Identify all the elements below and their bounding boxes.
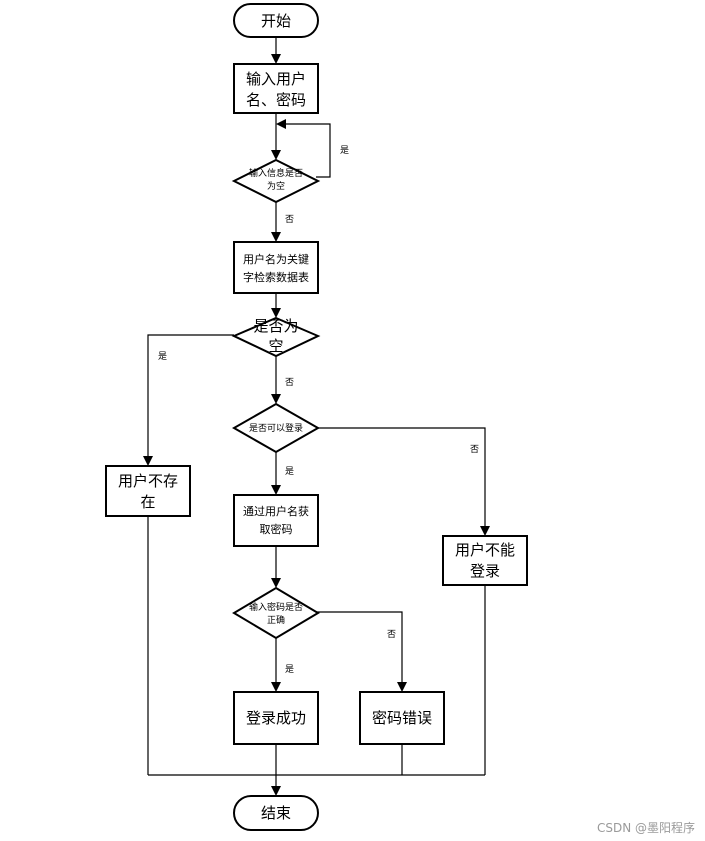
arrowhead bbox=[271, 308, 281, 318]
edge-check-yes-loop bbox=[286, 123, 331, 178]
edge-login-no bbox=[316, 427, 486, 528]
password-correct-decision bbox=[232, 586, 320, 640]
arrowhead bbox=[397, 682, 407, 692]
password-correct-line1: 输入密码是否 bbox=[249, 601, 303, 613]
start-terminal bbox=[233, 3, 319, 38]
can-login-no-label: 否 bbox=[470, 444, 479, 455]
check-empty-decision bbox=[231, 158, 321, 204]
get-password-line2: 取密码 bbox=[260, 522, 293, 536]
watermark-text: CSDN @墨阳程序 bbox=[597, 820, 695, 835]
edge-pw-no bbox=[316, 611, 403, 684]
node-cannot-login: 用户不能 登录 bbox=[442, 535, 528, 586]
input-label-line2: 名、密码 bbox=[246, 91, 306, 109]
node-can-login: 是否可以登录 bbox=[231, 402, 321, 454]
node-end: 结束 bbox=[233, 795, 319, 831]
check-empty-yes-label: 是 bbox=[340, 145, 349, 156]
node-password-error: 密码错误 bbox=[359, 691, 445, 745]
login-success-process bbox=[233, 691, 319, 745]
get-password-line1: 通过用户名获 bbox=[243, 504, 309, 518]
login-success-label: 登录成功 bbox=[246, 709, 306, 727]
cannot-login-line2: 登录 bbox=[470, 562, 500, 580]
node-get-password: 通过用户名获 取密码 bbox=[233, 494, 319, 547]
search-db-line1: 用户名为关键 bbox=[243, 252, 309, 266]
user-not-exist-line2: 在 bbox=[140, 493, 155, 511]
user-not-exist-line1: 用户不存 bbox=[118, 472, 178, 490]
input-process bbox=[233, 63, 319, 114]
arrowhead bbox=[271, 394, 281, 404]
node-is-null: 是否为 空 bbox=[231, 316, 321, 358]
start-label: 开始 bbox=[261, 12, 291, 30]
input-label-line1: 输入用户 bbox=[246, 70, 306, 88]
password-error-label: 密码错误 bbox=[372, 709, 432, 727]
is-null-no-label: 否 bbox=[285, 377, 294, 388]
check-empty-no-label: 否 bbox=[285, 214, 294, 225]
node-password-correct: 输入密码是否 正确 bbox=[232, 586, 320, 640]
arrowhead bbox=[276, 119, 286, 129]
arrowhead bbox=[271, 150, 281, 160]
arrowhead bbox=[271, 682, 281, 692]
connectors bbox=[143, 37, 490, 796]
edge-labels: 是 否 是 否 是 否 是 否 bbox=[158, 145, 479, 675]
arrowhead bbox=[143, 456, 153, 466]
edge-null-yes bbox=[147, 334, 234, 458]
check-empty-line2: 为空 bbox=[267, 180, 285, 192]
is-null-yes-label: 是 bbox=[158, 351, 167, 362]
password-yes-label: 是 bbox=[285, 664, 294, 675]
arrowhead bbox=[271, 786, 281, 796]
user-not-exist-process bbox=[105, 465, 191, 517]
end-terminal bbox=[233, 795, 319, 831]
can-login-yes-label: 是 bbox=[285, 466, 294, 477]
arrowhead bbox=[480, 526, 490, 536]
is-null-decision bbox=[231, 316, 321, 358]
is-null-line1: 是否为 bbox=[253, 317, 298, 335]
arrowhead bbox=[271, 232, 281, 242]
search-db-process bbox=[233, 241, 319, 294]
node-user-not-exist: 用户不存 在 bbox=[105, 465, 191, 517]
search-db-line2: 字检索数据表 bbox=[243, 270, 309, 284]
node-check-empty: 输入信息是否 为空 bbox=[231, 158, 321, 204]
is-null-line2: 空 bbox=[268, 337, 283, 355]
node-search-db: 用户名为关键 字检索数据表 bbox=[233, 241, 319, 294]
arrowhead bbox=[271, 485, 281, 495]
arrowhead bbox=[271, 578, 281, 588]
get-password-process bbox=[233, 494, 319, 547]
can-login-decision bbox=[231, 402, 321, 454]
node-start: 开始 bbox=[233, 3, 319, 38]
node-login-success: 登录成功 bbox=[233, 691, 319, 745]
check-empty-line1: 输入信息是否 bbox=[249, 167, 303, 179]
cannot-login-process bbox=[442, 535, 528, 586]
node-input: 输入用户 名、密码 bbox=[233, 63, 319, 114]
end-label: 结束 bbox=[261, 804, 291, 822]
password-error-process bbox=[359, 691, 445, 745]
password-correct-line2: 正确 bbox=[267, 614, 285, 626]
cannot-login-line1: 用户不能 bbox=[455, 541, 515, 559]
password-no-label: 否 bbox=[387, 629, 396, 640]
can-login-label: 是否可以登录 bbox=[249, 423, 303, 434]
arrowhead bbox=[271, 54, 281, 64]
